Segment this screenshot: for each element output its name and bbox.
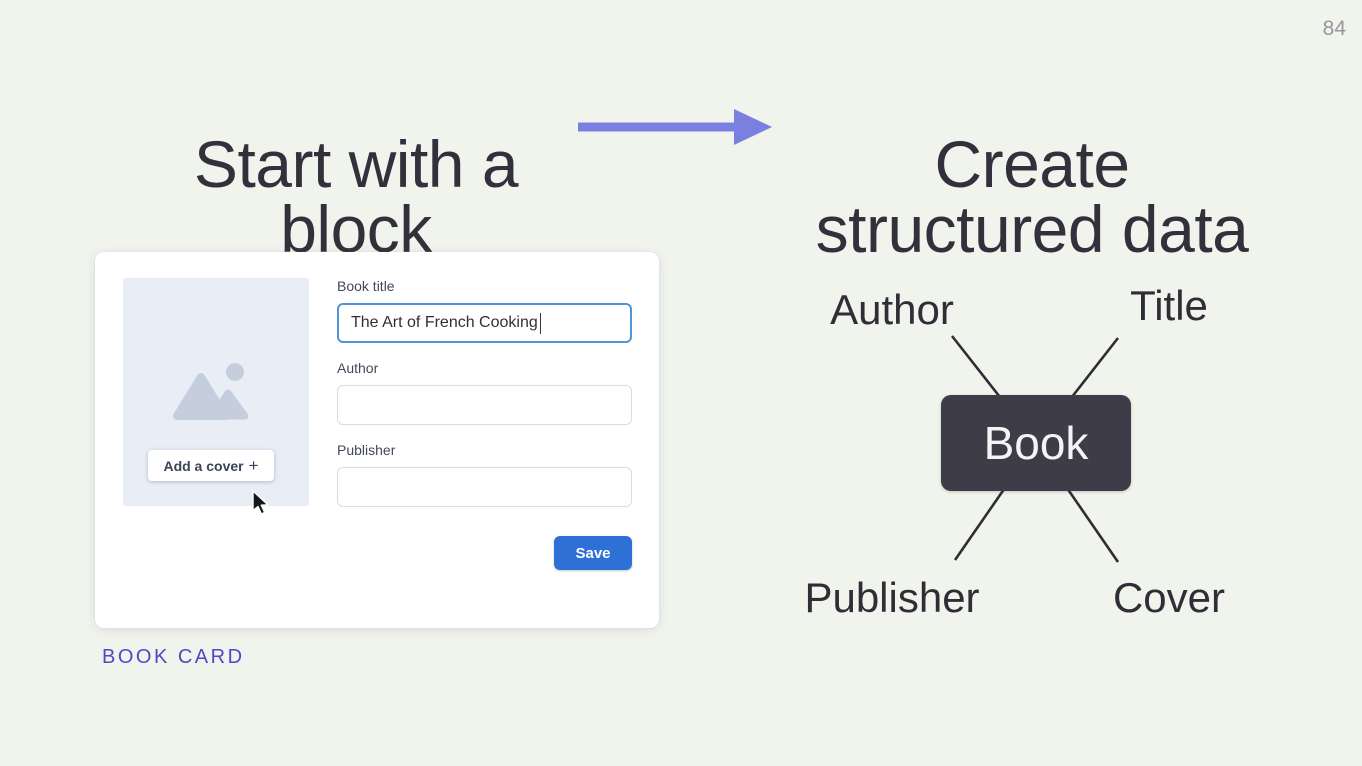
book-title-input[interactable]: The Art of French Cooking (337, 303, 632, 343)
text-caret (539, 312, 542, 334)
book-card: Add a cover + Book title The Art of Fren… (95, 252, 659, 628)
publisher-input[interactable] (337, 467, 632, 507)
publisher-label: Publisher (337, 442, 396, 458)
cover-placeholder[interactable]: Add a cover + (123, 278, 309, 515)
diagram-node-cover: Cover (1112, 574, 1226, 621)
image-placeholder-icon (173, 363, 249, 420)
book-structure-diagram: Author Title Publisher Cover Book (780, 260, 1280, 640)
book-title-value: The Art of French Cooking (351, 314, 538, 331)
mouse-cursor-icon (252, 490, 269, 515)
book-title-label: Book title (337, 278, 395, 294)
left-heading: Start with a block (193, 127, 519, 267)
plus-icon: + (248, 456, 259, 475)
save-row: Save (337, 536, 632, 570)
book-form: Book title The Art of French Cooking Aut… (337, 278, 632, 570)
diagram-center-node: Book (941, 395, 1131, 491)
add-cover-label: Add a cover (163, 457, 244, 474)
diagram-node-title: Title (1130, 282, 1208, 329)
diagram-node-author: Author (830, 286, 954, 333)
diagram-node-publisher: Publisher (804, 574, 980, 621)
save-button[interactable]: Save (554, 536, 632, 570)
book-card-caption: BOOK CARD (102, 646, 245, 668)
author-input[interactable] (337, 385, 632, 425)
right-heading: Create structured data (815, 127, 1249, 267)
add-cover-button[interactable]: Add a cover + (148, 450, 274, 481)
arrow-right-icon (578, 109, 772, 145)
page-number: 84 (1322, 17, 1346, 40)
author-label: Author (337, 360, 379, 376)
